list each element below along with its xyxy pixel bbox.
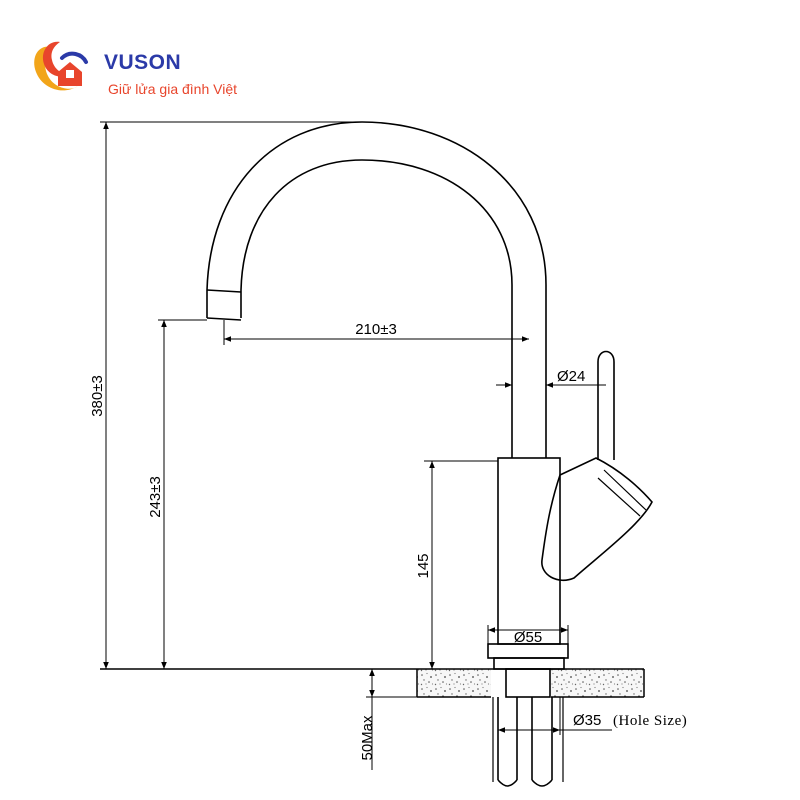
brand-tagline: Giữ lửa gia đình Việt [108,81,237,97]
spout-inner-contour [240,159,513,458]
brand-logo: VUSON Giữ lửa gia đình Việt [34,41,237,97]
dim-reach: 210±3 [223,320,529,345]
dim-body-height: 145 [415,460,498,669]
dim-total-height-label: 380±3 [89,375,106,417]
spout-outer-contour [206,121,547,458]
dim-counter-thickness: 50Max [359,669,417,770]
dim-base-diameter-label: Ø55 [514,629,542,646]
supply-hoses [492,697,564,787]
handle-cartridge [541,457,653,582]
handle-lever [597,350,615,460]
dim-base-diameter: Ø55 [487,625,569,646]
dim-hole-note: (Hole Size) [613,713,687,729]
dim-outlet-height: 243±3 [147,319,207,669]
faucet-base-ring [487,643,569,659]
dim-total-height: 380±3 [89,121,362,669]
faucet-body [497,457,561,645]
dim-tube-diameter: Ø24 [496,368,606,388]
aerator [206,289,242,321]
faucet-base [493,657,565,670]
dim-hole-diameter-label: Ø35 [573,712,601,729]
faucet-shank [505,668,551,698]
countertop [100,668,645,698]
dim-body-height-label: 145 [415,553,432,578]
brand-name: VUSON [104,51,181,74]
dim-outlet-height-label: 243±3 [147,476,164,518]
dim-counter-thickness-label: 50Max [359,715,376,761]
dim-tube-diameter-label: Ø24 [557,368,585,385]
faucet [206,121,653,787]
dim-hole-diameter: Ø35 (Hole Size) [497,697,687,735]
dim-reach-label: 210±3 [355,321,397,338]
house-flame-logo-icon [34,41,88,91]
